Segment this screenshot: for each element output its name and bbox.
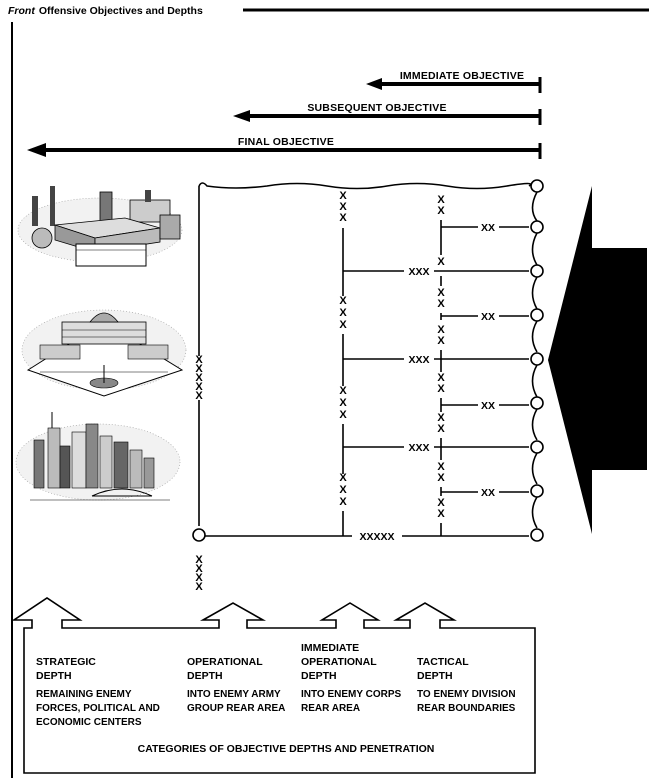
immediate-objective-label: IMMEDIATE OBJECTIVE	[400, 70, 524, 82]
svg-text:X: X	[195, 381, 203, 393]
svg-text:X: X	[195, 581, 203, 593]
front-circle	[530, 308, 544, 322]
svg-text:X: X	[339, 212, 347, 224]
svg-text:X: X	[195, 372, 203, 384]
svg-text:X: X	[437, 508, 445, 520]
category-tactical-desc: TO ENEMY DIVISION REAR BOUNDARIES	[417, 689, 518, 714]
enemy-front-line	[530, 179, 544, 542]
svg-text:X: X	[437, 194, 445, 206]
category-operational-desc: INTO ENEMY ARMY GROUP REAR AREA	[187, 689, 285, 714]
svg-text:X: X	[437, 497, 445, 509]
svg-text:X: X	[437, 412, 445, 424]
industrial-complex-illustration	[17, 186, 183, 267]
svg-text:X: X	[339, 397, 347, 409]
svg-text:XX: XX	[481, 222, 495, 234]
front-wavy-edge	[198, 182, 532, 190]
svg-text:XX: XX	[481, 487, 495, 499]
svg-text:X: X	[339, 484, 347, 496]
svg-text:X: X	[339, 409, 347, 421]
svg-text:XXX: XXX	[408, 442, 429, 454]
svg-text:X: X	[437, 372, 445, 384]
attack-arrow-icon	[548, 186, 647, 534]
svg-text:X: X	[339, 385, 347, 397]
government-complex-illustration	[21, 309, 187, 397]
svg-text:X: X	[437, 461, 445, 473]
header-prefix: Front	[8, 5, 35, 17]
front-circle	[530, 220, 544, 234]
army-boundary: X X X X X X X X X X X X	[339, 190, 347, 536]
xxxxx-vertical-1: X	[195, 354, 203, 366]
page-header: Front Offensive Objectives and Depths	[8, 5, 203, 17]
corps-boundary-row-2: XXX	[343, 354, 529, 366]
svg-text:X: X	[437, 472, 445, 484]
svg-text:X: X	[195, 390, 203, 402]
svg-text:X: X	[437, 383, 445, 395]
front-circle	[530, 396, 544, 410]
subsequent-objective-label: SUBSEQUENT OBJECTIVE	[307, 102, 446, 114]
svg-text:XX: XX	[481, 400, 495, 412]
corps-boundary: X X X X X X X X X X X X X X X	[437, 194, 445, 536]
final-objective-label: FINAL OBJECTIVE	[238, 136, 334, 148]
category-immediate-operational-desc: INTO ENEMY CORPS REAR AREA	[301, 689, 404, 714]
division-boundary-row-3: XX	[441, 400, 529, 412]
subsequent-objective-arrow: SUBSEQUENT OBJECTIVE	[233, 102, 542, 125]
svg-text:X: X	[339, 319, 347, 331]
final-objective-arrow: FINAL OBJECTIVE	[27, 136, 542, 159]
front-circle	[530, 352, 544, 366]
city-skyline-illustration	[15, 412, 181, 501]
svg-text:XXX: XXX	[408, 266, 429, 278]
anchor-circle-bottom-left	[192, 528, 206, 542]
svg-text:XX: XX	[481, 311, 495, 323]
division-boundary-row-2: XX	[441, 311, 529, 323]
category-strategic-title: STRATEGIC DEPTH	[36, 656, 99, 682]
army-group-boundary-symbol: X X X X X	[195, 354, 203, 402]
division-boundary-row-4: XX	[441, 487, 529, 499]
svg-text:X: X	[437, 205, 445, 217]
front-circle	[530, 484, 544, 498]
front-circle	[530, 440, 544, 454]
category-tactical-title: TACTICAL DEPTH	[417, 656, 471, 682]
svg-text:XXX: XXX	[408, 354, 429, 366]
svg-text:X: X	[195, 363, 203, 375]
svg-text:X: X	[195, 563, 203, 575]
svg-text:X: X	[437, 335, 445, 347]
svg-text:X: X	[195, 554, 203, 566]
svg-text:X: X	[339, 496, 347, 508]
corps-boundary-row-3: XXX	[343, 442, 529, 454]
front-circle	[530, 179, 544, 193]
svg-text:X: X	[437, 423, 445, 435]
svg-text:X: X	[339, 472, 347, 484]
header-title: Offensive Objectives and Depths	[39, 5, 203, 17]
svg-text:X: X	[437, 298, 445, 310]
division-boundary-row-1: XX	[441, 222, 529, 234]
svg-text:X: X	[195, 572, 203, 584]
svg-text:X: X	[339, 201, 347, 213]
svg-text:X: X	[437, 324, 445, 336]
corps-boundary-row-1: XXX	[343, 266, 529, 278]
category-strategic-desc: REMAINING ENEMY FORCES, POLITICAL AND EC…	[36, 689, 163, 728]
svg-text:X: X	[339, 295, 347, 307]
category-immediate-operational-title: IMMEDIATE OPERATIONAL DEPTH	[301, 642, 379, 682]
front-circle	[530, 264, 544, 278]
figure-caption: CATEGORIES OF OBJECTIVE DEPTHS AND PENET…	[138, 743, 435, 755]
svg-text:X: X	[437, 256, 445, 268]
army-group-symbol: XXXXX	[359, 531, 394, 543]
svg-text:X: X	[339, 190, 347, 202]
immediate-objective-arrow: IMMEDIATE OBJECTIVE	[366, 70, 542, 93]
svg-text:X: X	[437, 287, 445, 299]
category-operational-title: OPERATIONAL DEPTH	[187, 656, 265, 682]
front-circle	[530, 528, 544, 542]
army-symbol-vertical: X X X X	[195, 554, 203, 593]
categories-frame	[11, 597, 536, 774]
svg-text:X: X	[339, 307, 347, 319]
